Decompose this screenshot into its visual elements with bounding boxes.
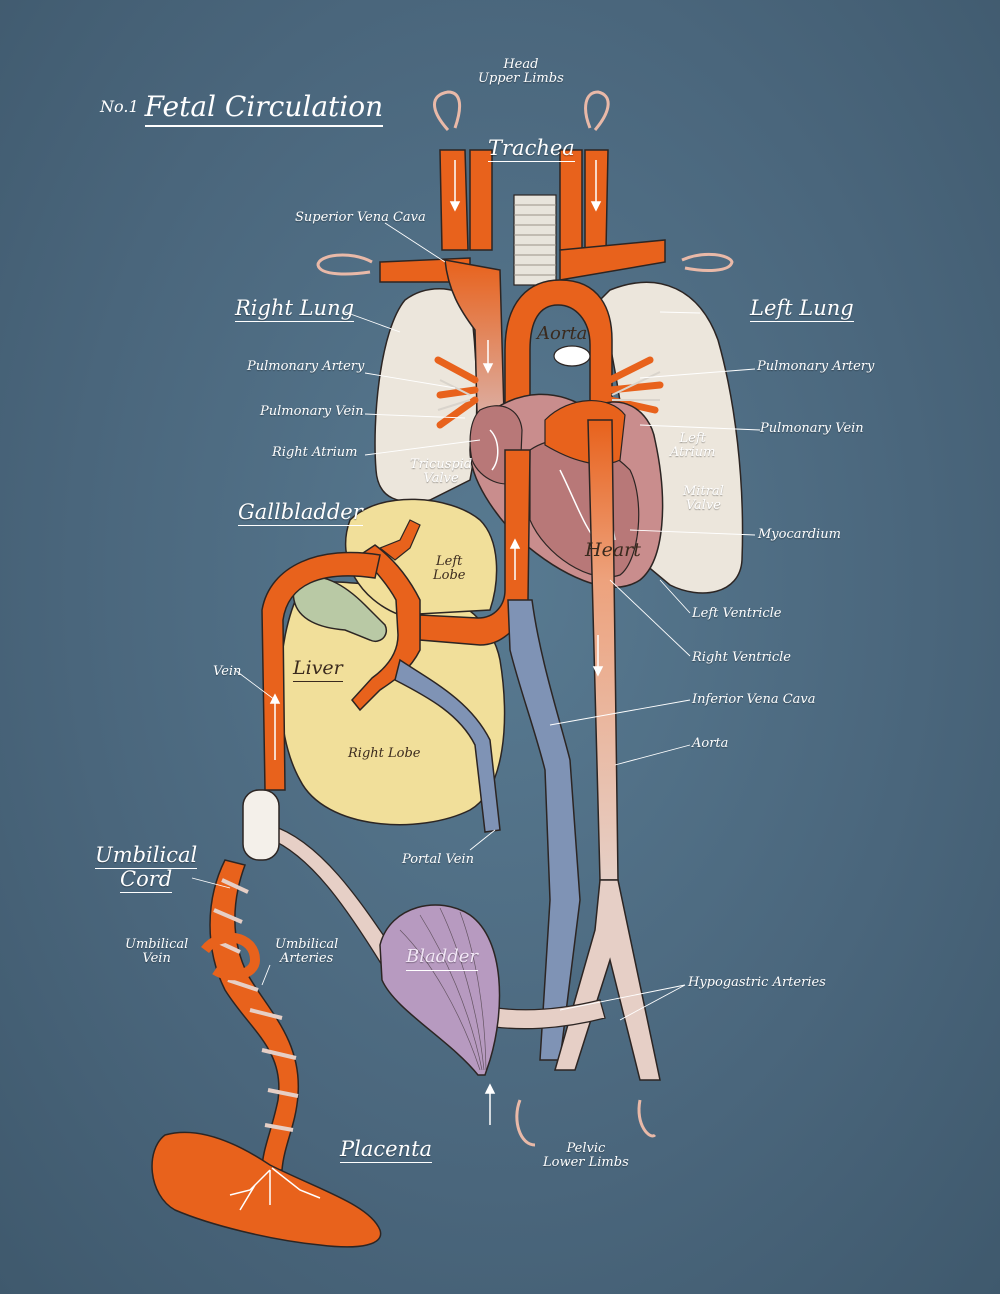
trachea bbox=[513, 194, 557, 286]
label-head-upper-limbs: Head Upper Limbs bbox=[478, 58, 564, 86]
label-head: Head bbox=[503, 57, 539, 72]
label-umbilical-arteries-1: Umbilical bbox=[275, 937, 339, 952]
label-pulmonary-vein-left: Pulmonary Vein bbox=[760, 421, 864, 436]
diagram-title: No.1 Fetal Circulation bbox=[100, 90, 384, 127]
placenta bbox=[151, 1131, 382, 1248]
label-left-lobe-2: Lobe bbox=[433, 568, 466, 583]
inferior-vena-cava bbox=[507, 599, 581, 1061]
label-portal-vein: Portal Vein bbox=[402, 852, 474, 867]
label-superior-vena-cava: Superior Vena Cava bbox=[295, 210, 426, 225]
label-trachea: Trachea bbox=[488, 136, 575, 162]
label-left-lung: Left Lung bbox=[750, 296, 854, 322]
portal-vein bbox=[394, 658, 501, 833]
label-umbilical-cord-1: Umbilical bbox=[95, 843, 198, 869]
label-tricuspid: Tricuspid bbox=[410, 457, 473, 472]
label-left-lobe-1: Left bbox=[436, 554, 463, 569]
label-pelvic: Pelvic bbox=[566, 1141, 606, 1156]
label-pulmonary-vein-right: Pulmonary Vein bbox=[260, 404, 364, 419]
label-umbilical-cord: Umbilical Cord bbox=[95, 843, 198, 893]
label-lower-limbs: Lower Limbs bbox=[543, 1155, 629, 1170]
label-umbilical-arteries: Umbilical Arteries bbox=[275, 938, 338, 966]
label-myocardium: Myocardium bbox=[758, 527, 841, 542]
label-bladder: Bladder bbox=[406, 945, 479, 971]
label-left-atrium-1: Left bbox=[679, 431, 706, 446]
umbilical-vein-path bbox=[261, 551, 381, 791]
label-liver: Liver bbox=[293, 656, 343, 682]
label-aorta-descending: Aorta bbox=[692, 736, 729, 751]
liver-left-lobe bbox=[344, 498, 498, 616]
label-right-ventricle: Right Ventricle bbox=[692, 650, 791, 665]
label-right-lung: Right Lung bbox=[235, 296, 355, 322]
label-heart: Heart bbox=[585, 539, 641, 561]
label-mitral: Mitral bbox=[683, 484, 724, 499]
label-right-lobe: Right Lobe bbox=[348, 746, 421, 761]
title-number: No.1 bbox=[100, 97, 139, 116]
label-pulmonary-artery-right: Pulmonary Artery bbox=[247, 359, 365, 374]
label-umbilical-vein: Umbilical Vein bbox=[125, 938, 188, 966]
label-tricuspid-valve-word: Valve bbox=[423, 471, 459, 486]
label-upper-limbs: Upper Limbs bbox=[478, 71, 564, 86]
label-right-atrium: Right Atrium bbox=[272, 445, 358, 460]
label-pelvic-lower-limbs: Pelvic Lower Limbs bbox=[543, 1142, 629, 1170]
label-placenta: Placenta bbox=[340, 1137, 433, 1163]
label-left-lobe: Left Lobe bbox=[433, 555, 465, 583]
label-gallbladder: Gallbladder bbox=[238, 500, 363, 526]
label-hypogastric-arteries: Hypogastric Arteries bbox=[688, 975, 826, 990]
umbilical-ring bbox=[242, 789, 280, 861]
label-left-atrium-2: Atrium bbox=[670, 445, 716, 460]
label-mitral-valve-word: Valve bbox=[685, 498, 721, 513]
label-umbilical-vein-2: Vein bbox=[142, 951, 171, 966]
label-vein: Vein bbox=[213, 664, 242, 679]
label-mitral-valve: Mitral Valve bbox=[683, 485, 724, 513]
label-umbilical-cord-2: Cord bbox=[120, 867, 173, 893]
label-inferior-vena-cava: Inferior Vena Cava bbox=[692, 692, 816, 707]
label-tricuspid-valve: Tricuspid Valve bbox=[410, 458, 472, 486]
title-text: Fetal Circulation bbox=[144, 90, 384, 127]
descending-aorta bbox=[587, 419, 619, 881]
label-aorta-arch: Aorta bbox=[537, 323, 588, 344]
label-umbilical-arteries-2: Arteries bbox=[280, 951, 334, 966]
label-left-ventricle: Left Ventricle bbox=[692, 606, 782, 621]
label-pulmonary-artery-left: Pulmonary Artery bbox=[757, 359, 875, 374]
label-umbilical-vein-1: Umbilical bbox=[125, 937, 189, 952]
umbilical-cord bbox=[209, 859, 299, 1171]
bladder bbox=[379, 904, 501, 1076]
label-left-atrium: Left Atrium bbox=[670, 432, 715, 460]
